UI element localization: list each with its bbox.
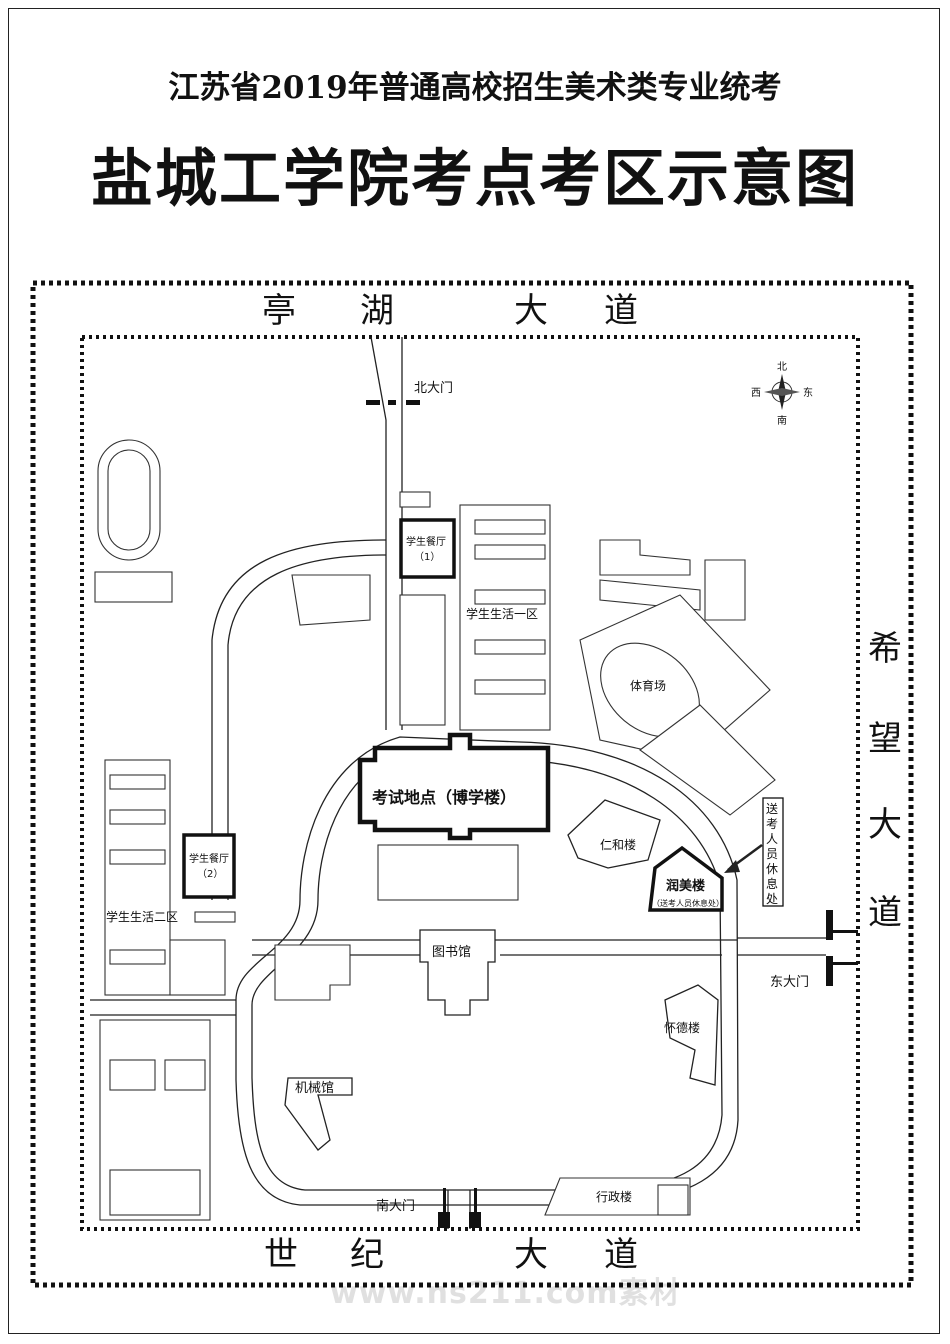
road-south: 世 纪 大 道 [264, 1235, 638, 1275]
exam-building [357, 732, 551, 841]
svg-text:人: 人 [766, 832, 778, 846]
exam-building-label: 考试地点（博学楼） [372, 788, 516, 807]
rest-area-text: 送 考 人 员 休 息 处 [766, 801, 778, 906]
svg-text:送: 送 [766, 801, 778, 816]
north-gate-label: 北大门 [414, 381, 453, 396]
svg-text:世: 世 [264, 1235, 298, 1275]
svg-text:亭: 亭 [262, 291, 296, 331]
renhe-label: 仁和楼 [600, 837, 636, 852]
south-gate-icon [438, 1188, 481, 1228]
map-title: 盐城工学院考点考区示意图 [90, 142, 859, 215]
canteen-2-sub: （2） [197, 868, 223, 880]
outer-boundary [30, 280, 914, 1288]
rest-area-arrow-icon [724, 843, 763, 873]
svg-text:北: 北 [777, 361, 787, 373]
svg-text:望: 望 [868, 719, 902, 759]
svg-text:湖: 湖 [360, 291, 394, 331]
svg-text:道: 道 [868, 893, 902, 933]
dorm-zone-2-label: 学生生活二区 [106, 909, 178, 924]
stadium-label: 体育场 [630, 678, 666, 693]
rest-area-banner [762, 797, 784, 907]
dorm-zone-1-label: 学生生活一区 [466, 606, 538, 621]
canteen-1 [399, 518, 456, 579]
huaide-label: 怀德楼 [664, 1020, 700, 1035]
compass-icon: 北 南 东 西 [751, 361, 813, 427]
canteen-1-sub: （1） [414, 551, 440, 563]
svg-text:处: 处 [766, 892, 778, 906]
renhe-building [567, 799, 661, 869]
svg-text:道: 道 [604, 1235, 638, 1275]
map-subtitle: 江苏省2019年普通高校招生美术类专业统考 [168, 70, 782, 106]
library-label: 图书馆 [432, 945, 471, 960]
svg-text:纪: 纪 [350, 1235, 384, 1275]
runmei-note: （送考人员休息处） [652, 898, 724, 908]
svg-text:员: 员 [766, 847, 778, 861]
page-frame [8, 8, 940, 1334]
watermark: www.ns211.com素材 [330, 1276, 681, 1311]
svg-text:大: 大 [514, 291, 548, 331]
svg-text:大: 大 [514, 1235, 548, 1275]
canteen-2-label: 学生餐厅 [189, 852, 229, 865]
svg-text:大: 大 [868, 805, 902, 845]
runmei-label: 润美楼 [666, 878, 705, 894]
svg-text:南: 南 [777, 414, 787, 427]
south-gate-label: 南大门 [376, 1198, 415, 1214]
minor-buildings [94, 439, 776, 1221]
campus-wall [80, 335, 860, 1231]
road-east: 希 望 大 道 [868, 629, 902, 933]
svg-text:希: 希 [868, 629, 902, 669]
jixie-building [284, 1077, 353, 1151]
svg-text:休: 休 [766, 862, 778, 876]
runmei-building [648, 845, 724, 912]
library-building [419, 929, 496, 1016]
canteen-1-label: 学生餐厅 [406, 535, 446, 548]
svg-text:息: 息 [766, 876, 778, 891]
jixie-label: 机械馆 [295, 1081, 334, 1096]
canteen-2 [182, 833, 236, 899]
huaide-building [664, 984, 719, 1086]
svg-text:考: 考 [766, 817, 778, 831]
north-gate-icon [366, 400, 420, 405]
east-gate-label: 东大门 [770, 975, 809, 990]
svg-text:道: 道 [604, 291, 638, 331]
xingzheng-label: 行政楼 [596, 1189, 632, 1204]
svg-text:东: 东 [803, 386, 813, 399]
east-gate-icon [826, 910, 858, 986]
road-north: 亭 湖 大 道 [262, 291, 638, 331]
svg-text:西: 西 [751, 388, 761, 399]
